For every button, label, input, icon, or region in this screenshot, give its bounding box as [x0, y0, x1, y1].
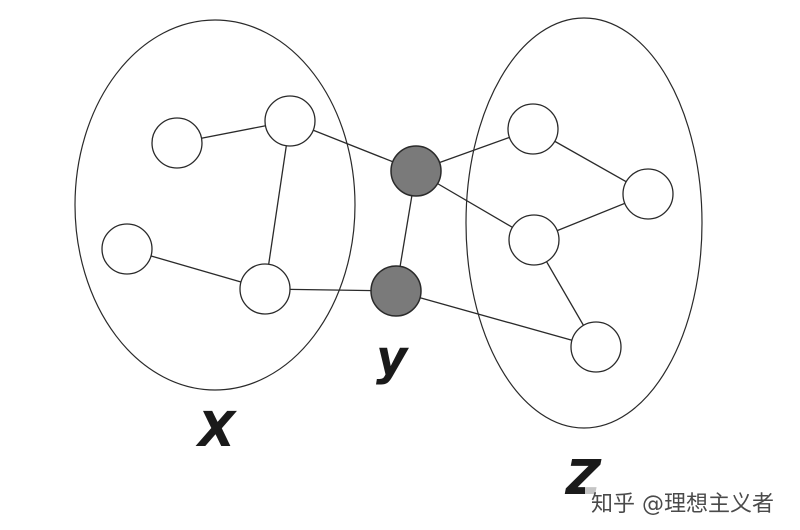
node-z3 [508, 214, 560, 266]
edge-x2-x4 [264, 120, 291, 290]
node-z4 [570, 321, 622, 373]
node-x4 [239, 263, 291, 315]
node-x1 [151, 117, 203, 169]
node-z1 [507, 103, 559, 155]
nodes [101, 95, 674, 373]
node-separator-2 [370, 265, 422, 317]
node-x3 [101, 223, 153, 275]
set-x-region [74, 19, 356, 391]
set-z-region [465, 17, 703, 429]
edge-y2-z4 [395, 290, 597, 348]
label-set-x: X [195, 402, 237, 458]
set-regions [74, 17, 703, 429]
label-set-y: y [376, 330, 409, 386]
node-separator-1 [390, 145, 442, 197]
node-z2 [622, 168, 674, 220]
node-x2 [264, 95, 316, 147]
watermark-text: 知乎 @理想主义者 [585, 484, 780, 520]
